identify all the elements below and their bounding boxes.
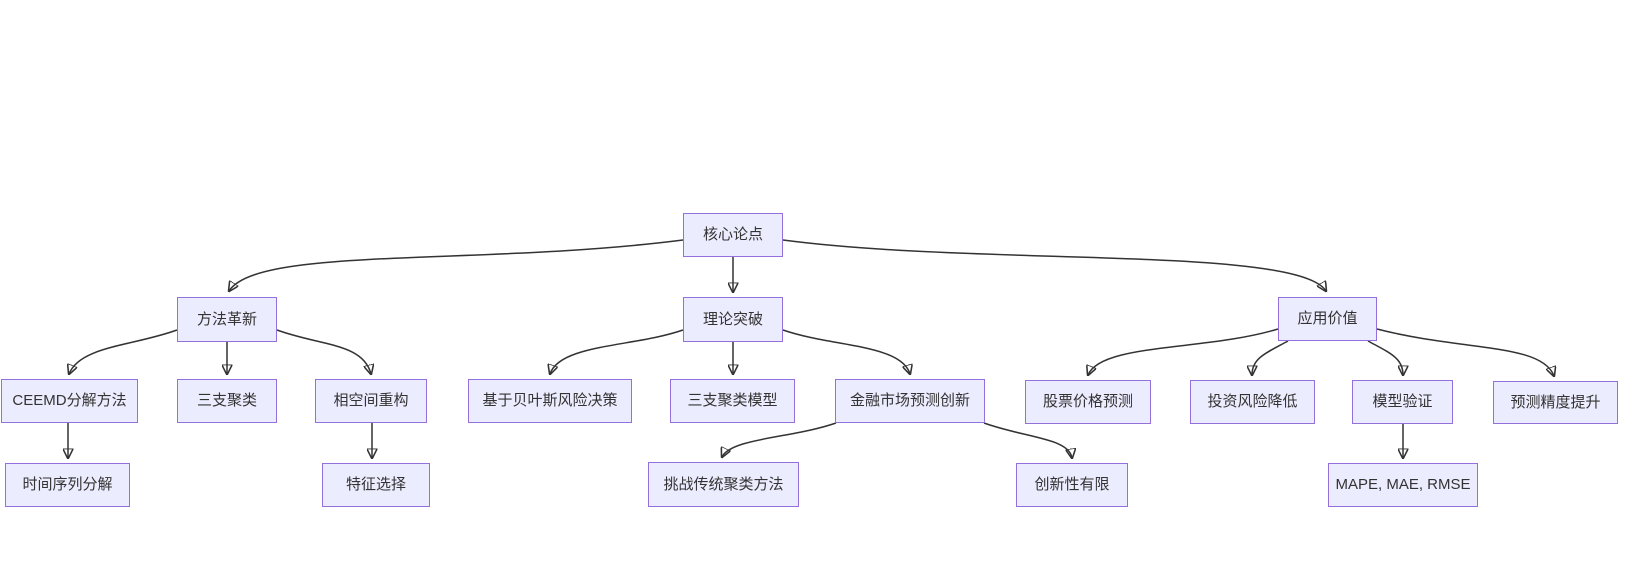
edge-application-stock-prediction xyxy=(1088,328,1279,375)
node-model-validation-label: 模型验证 xyxy=(1372,393,1433,410)
node-finance-innovation-label: 金融市场预测创新 xyxy=(849,392,970,409)
edge-application-risk-reduction xyxy=(1252,340,1289,375)
node-limited-innovation: 创新性有限 xyxy=(1016,463,1128,507)
node-risk-reduction: 投资风险降低 xyxy=(1190,380,1315,424)
node-application: 应用价值 xyxy=(1278,297,1377,341)
node-three-way-clustering-label: 三支聚类 xyxy=(196,392,257,409)
node-ceemd-label: CEEMD分解方法 xyxy=(12,392,127,409)
node-method: 方法革新 xyxy=(177,297,277,342)
node-core-label: 核心论点 xyxy=(702,226,763,243)
node-three-way-model: 三支聚类模型 xyxy=(670,379,795,423)
node-time-series-label: 时间序列分解 xyxy=(22,476,113,493)
node-finance-innovation: 金融市场预测创新 xyxy=(835,379,985,423)
node-model-validation: 模型验证 xyxy=(1352,380,1453,424)
node-risk-reduction-label: 投资风险降低 xyxy=(1207,393,1298,410)
edge-theory-finance-innovation xyxy=(782,329,910,374)
node-time-series: 时间序列分解 xyxy=(5,463,130,507)
node-challenge-traditional: 挑战传统聚类方法 xyxy=(648,462,799,507)
edge-application-precision-improvement xyxy=(1376,328,1554,376)
node-stock-prediction-label: 股票价格预测 xyxy=(1042,393,1133,410)
node-feature-selection-label: 特征选择 xyxy=(345,476,406,493)
node-challenge-traditional-label: 挑战传统聚类方法 xyxy=(663,475,784,493)
node-bayes-risk-label: 基于贝叶斯风险决策 xyxy=(482,392,618,409)
node-theory: 理论突破 xyxy=(683,297,783,342)
node-bayes-risk: 基于贝叶斯风险决策 xyxy=(468,379,632,423)
node-precision-improvement: 预测精度提升 xyxy=(1493,381,1618,424)
node-method-label: 方法革新 xyxy=(196,310,257,328)
node-limited-innovation-label: 创新性有限 xyxy=(1034,476,1110,493)
node-feature-selection: 特征选择 xyxy=(322,463,430,507)
node-application-label: 应用价值 xyxy=(1297,310,1358,327)
node-three-way-model-label: 三支聚类模型 xyxy=(687,392,778,409)
edge-core-application xyxy=(782,239,1326,291)
node-phase-space-label: 相空间重构 xyxy=(333,392,409,409)
edge-theory-bayes-risk xyxy=(550,329,684,374)
node-core: 核心论点 xyxy=(683,213,783,257)
node-metrics-label: MAPE, MAE, RMSE xyxy=(1335,476,1471,493)
node-precision-improvement-label: 预测精度提升 xyxy=(1510,393,1601,411)
edge-finance-innovation-limited-innovation xyxy=(983,422,1072,458)
node-stock-prediction: 股票价格预测 xyxy=(1025,380,1151,424)
node-three-way-clustering: 三支聚类 xyxy=(177,379,277,423)
node-metrics: MAPE, MAE, RMSE xyxy=(1328,463,1478,507)
edge-finance-innovation-challenge-traditional xyxy=(722,422,837,457)
node-ceemd: CEEMD分解方法 xyxy=(1,379,138,423)
node-theory-label: 理论突破 xyxy=(702,310,763,328)
edge-method-ceemd xyxy=(69,329,178,374)
edge-application-model-validation xyxy=(1367,340,1403,375)
node-phase-space: 相空间重构 xyxy=(315,379,427,423)
edge-core-method xyxy=(229,239,684,291)
edge-method-phase-space xyxy=(276,329,371,374)
